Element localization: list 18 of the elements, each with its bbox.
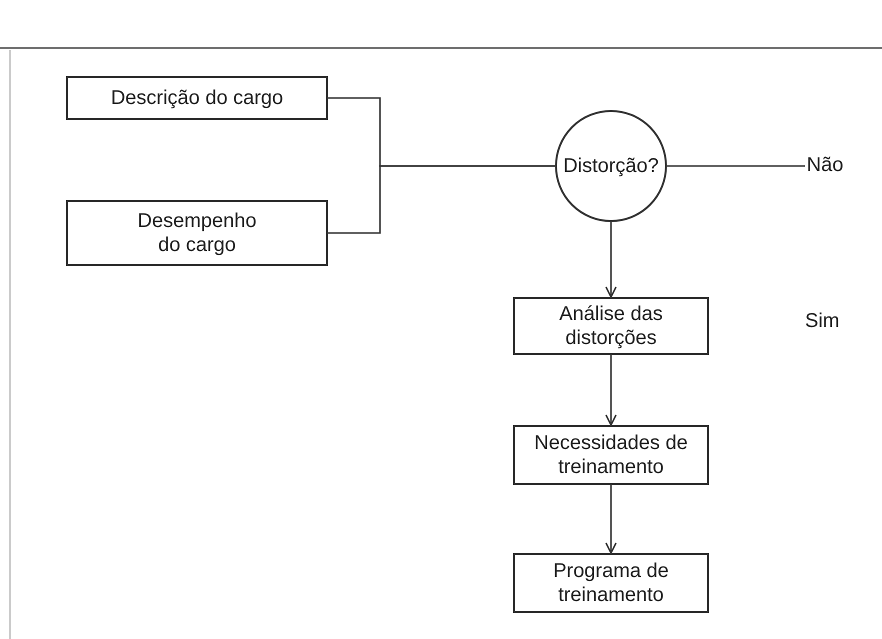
connector-line (328, 165, 555, 234)
arrow (605, 485, 617, 554)
outcome-text: Não (800, 150, 850, 180)
node-text: Programa de treinamento (552, 559, 670, 607)
process-box (66, 76, 328, 120)
process-box (513, 425, 709, 485)
arrow (605, 222, 617, 298)
process-box (513, 553, 709, 613)
node-text: Necessidades de treinamento (533, 431, 689, 479)
node-text: Análise das distorções (558, 302, 664, 350)
process-box (513, 297, 709, 355)
arrow (605, 355, 617, 426)
node-text: Desempenho do cargo (136, 209, 258, 257)
node-text: Distorção? (563, 154, 659, 178)
branch-label: Sim (805, 310, 840, 333)
connector-line (667, 165, 805, 167)
node-text: Descrição do cargo (110, 86, 284, 110)
process-box (66, 200, 328, 266)
